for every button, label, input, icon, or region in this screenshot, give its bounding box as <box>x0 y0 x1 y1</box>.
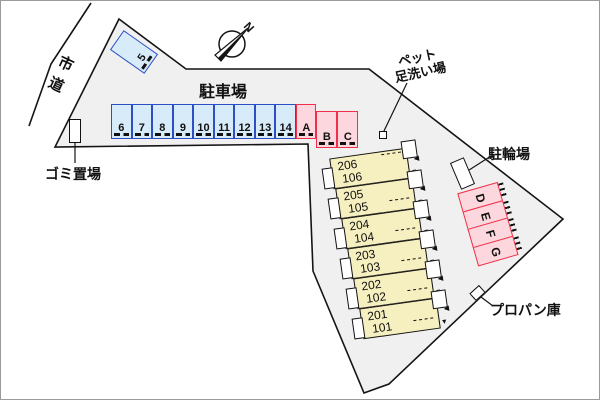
entrance-arrow-icon: ◀ <box>443 305 450 313</box>
parking-stall-14: 14 <box>275 104 296 139</box>
eave-dashed-line <box>407 287 428 292</box>
eave-dashed-line <box>413 317 434 322</box>
stall-label: 6 <box>118 122 125 134</box>
wheel-stop-marks <box>299 133 314 136</box>
parking-stall-8: 8 <box>152 104 173 139</box>
road-line <box>28 2 92 127</box>
propane-storage-label: プロパン庫 <box>490 302 561 318</box>
parking-stall-C: C <box>337 111 359 148</box>
entrance-arrow-icon: ◀ <box>437 275 444 283</box>
wheel-stop-marks <box>134 133 150 136</box>
parking-lot-label: 駐車場 <box>199 84 248 101</box>
wheel-stop-marks <box>340 142 356 145</box>
stall-label: 7 <box>138 122 145 134</box>
wheel-stop-marks <box>237 133 252 136</box>
balcony <box>321 167 336 190</box>
stall-label: 12 <box>238 122 251 134</box>
stall-label: 14 <box>279 122 292 134</box>
wheel-stop-marks <box>114 133 129 136</box>
wheel-stop-marks <box>155 133 170 136</box>
wheel-stop-marks <box>278 133 293 136</box>
entrance-arrow-icon: ◀ <box>419 185 426 193</box>
entrance-arrow-icon: ◀ <box>425 215 432 223</box>
eave-dashed-line <box>401 257 422 262</box>
wheel-stop-marks <box>216 133 232 136</box>
balcony <box>327 197 342 220</box>
parking-stall-6: 6 <box>111 104 132 139</box>
bicycle-parking-label: 駐輪場 <box>488 146 530 162</box>
stall-label: 8 <box>159 122 166 134</box>
garbage-area-label: ゴミ置場 <box>45 166 101 182</box>
stall-label: 11 <box>218 122 230 134</box>
stall-label: A <box>302 122 311 134</box>
entrance-arrow-icon: ◀ <box>413 155 420 163</box>
wheel-stop-marks <box>257 133 273 136</box>
eave-dashed-line <box>381 151 402 156</box>
wheel-stop-marks <box>319 142 335 145</box>
garbage-bin <box>69 119 81 143</box>
eave-dashed-line <box>389 197 410 202</box>
stall-label: 10 <box>197 122 210 134</box>
parking-stall-10: 10 <box>193 104 214 139</box>
wheel-stop-marks <box>175 133 191 136</box>
entrance-arrow-icon: ▼ <box>440 318 449 327</box>
balcony <box>339 257 354 280</box>
parking-stall-12: 12 <box>234 104 255 139</box>
stall-label: G <box>487 245 504 259</box>
parking-stall-11: 11 <box>213 104 235 139</box>
north-compass: N <box>214 19 257 62</box>
eave-dashed-line <box>395 227 416 232</box>
wheel-stop-marks <box>196 133 211 136</box>
balcony <box>345 287 360 310</box>
balcony <box>351 317 366 340</box>
stall-label: B <box>322 131 331 143</box>
leader-lines <box>74 82 494 307</box>
stall-label: 13 <box>258 122 272 134</box>
stall-label: 9 <box>179 122 186 134</box>
balcony <box>333 227 348 250</box>
entrance-arrow-icon: ◀ <box>431 245 438 253</box>
parking-stall-13: 13 <box>254 104 276 139</box>
pet-wash-station <box>379 131 387 139</box>
stall-label: C <box>343 131 352 143</box>
parking-stall-B: B <box>316 111 338 148</box>
parking-stall-A: A <box>296 104 317 139</box>
parking-stall-9: 9 <box>172 104 194 139</box>
parking-stall-7: 7 <box>131 104 153 139</box>
